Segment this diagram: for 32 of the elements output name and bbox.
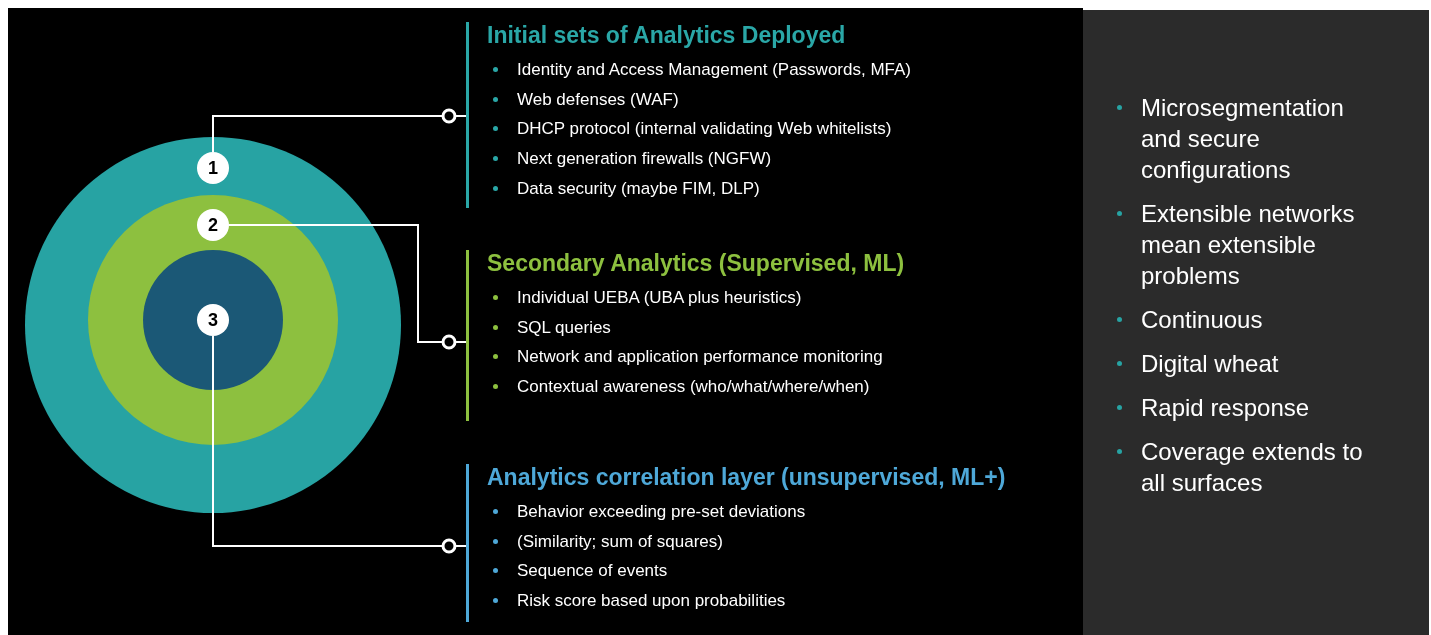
section-heading: Secondary Analytics (Supervised, ML) xyxy=(487,250,905,277)
bullet-item: Risk score based upon probabilities xyxy=(517,591,786,611)
bullet-item: DHCP protocol (internal validating Web whitelists) xyxy=(517,119,892,139)
bullet-item: Identity and Access Management (Passwords, MFA) xyxy=(517,60,911,79)
bullet-item: Network and application performance monitoring xyxy=(517,347,883,367)
bullet-item: Data security (maybe FIM, DLP) xyxy=(517,178,760,198)
section-heading: Initial sets of Analytics Deployed xyxy=(487,22,847,49)
leader-line xyxy=(212,335,467,554)
bullet-item: Individual UEBA (UBA plus heuristics) xyxy=(517,288,802,307)
bullet-item: Digital wheat xyxy=(1141,350,1279,377)
bullet-item: Extensible networks mean extensible problems xyxy=(1141,200,1355,289)
number-badge: 1 xyxy=(197,152,229,184)
bullet-item: Next generation firewalls (NGFW) xyxy=(517,149,772,169)
number-badge: 3 xyxy=(197,304,229,336)
leader-line xyxy=(212,108,467,153)
number-badge: 2 xyxy=(197,209,229,241)
text-block xyxy=(466,250,905,421)
text-block xyxy=(466,464,1006,622)
bullet-item: Sequence of events xyxy=(517,561,668,581)
bullet-item: Behavior exceeding pre-set deviations xyxy=(517,502,806,521)
bullet-item: Contextual awareness (who/what/where/when) xyxy=(517,377,870,397)
bullet-item: Microsegmentation and secure configurations xyxy=(1141,94,1344,183)
text-block xyxy=(466,22,911,208)
bullet-item: Continuous xyxy=(1141,306,1263,333)
side-panel xyxy=(1083,10,1429,635)
bullet-item: Web defenses (WAF) xyxy=(517,89,679,109)
bullet-item: SQL queries xyxy=(517,317,611,337)
section-heading: Analytics correlation layer (unsupervised, ML+) xyxy=(487,464,1006,491)
leader-line xyxy=(228,224,467,350)
bullet-item: Rapid response xyxy=(1141,394,1310,421)
bullet-item: (Similarity; sum of squares) xyxy=(517,531,723,551)
bullet-item: Coverage extends to all surfaces xyxy=(1141,438,1363,496)
